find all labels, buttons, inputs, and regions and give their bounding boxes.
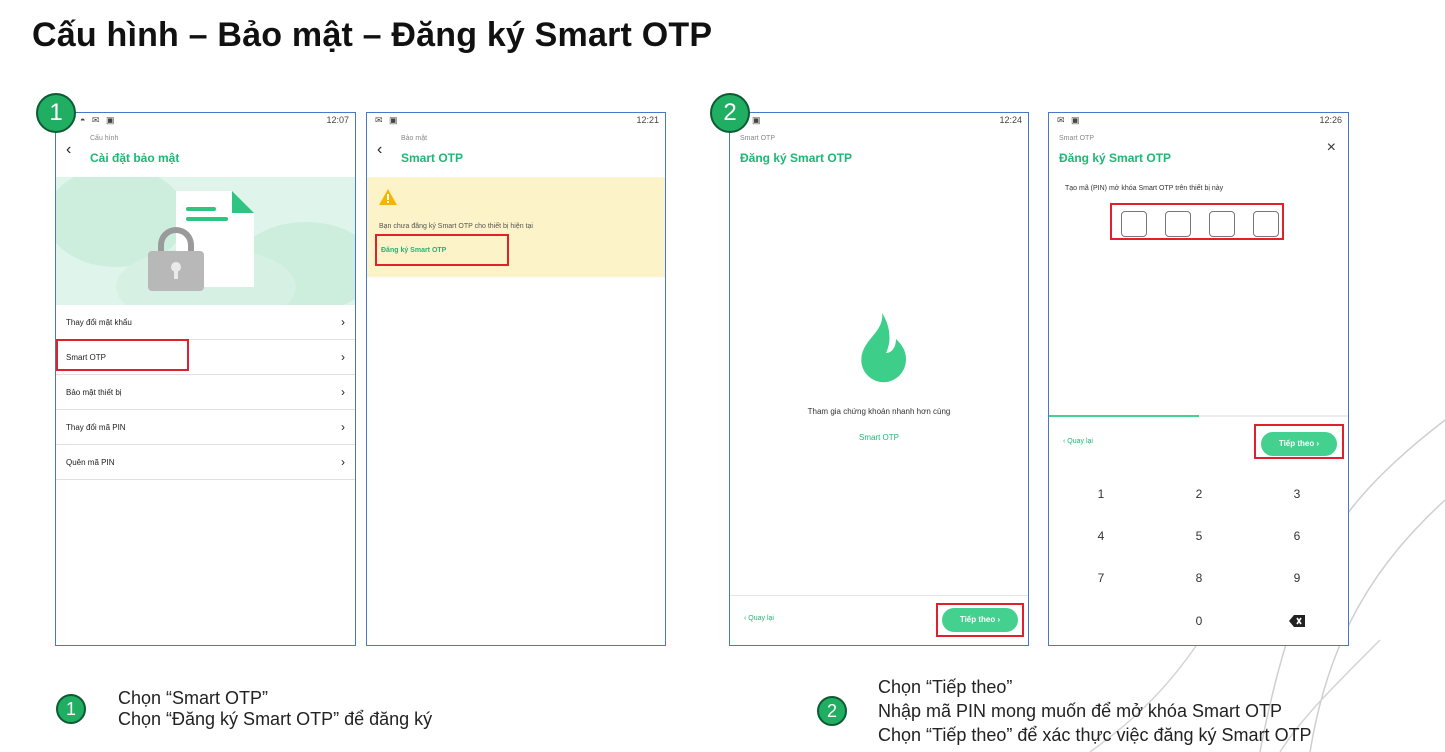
status-icons: ◓ ✉ ▣ <box>80 115 117 125</box>
chevron-right-icon: › <box>341 455 345 469</box>
caption-2-line-3: Chọn “Tiếp theo” để xác thực việc đăng k… <box>878 725 1312 745</box>
menu-item-change-pin[interactable]: Thay đổi mã PIN › <box>56 410 355 445</box>
step-progress-fill <box>1049 415 1199 417</box>
header-title: Đăng ký Smart OTP <box>740 151 853 165</box>
header-subtitle: Smart OTP <box>1059 135 1095 142</box>
highlight-register-link <box>375 234 509 266</box>
intro-tagline: Tham gia chứng khoán nhanh hơn cùng <box>807 407 951 416</box>
caption-2-line-1: Chọn “Tiếp theo” <box>878 677 1013 697</box>
header-title: Smart OTP <box>401 151 464 165</box>
back-button[interactable]: ‹ Quay lại <box>1063 438 1093 445</box>
header-title: Cài đặt bảo mật <box>90 151 180 165</box>
highlight-next-button <box>1254 424 1344 459</box>
caption-2-line-2: Nhập mã PIN mong muốn để mở khóa Smart O… <box>878 701 1282 721</box>
key-5[interactable]: 5 <box>1195 529 1203 543</box>
key-4[interactable]: 4 <box>1097 529 1105 543</box>
key-3[interactable]: 3 <box>1293 487 1301 501</box>
pin-digit-4[interactable] <box>1253 211 1279 237</box>
menu-item-smart-otp[interactable]: Smart OTP › <box>56 340 355 375</box>
register-smart-otp-link[interactable]: Đăng ký Smart OTP <box>381 247 447 254</box>
screen-register-intro: ▣ 12:24 Smart OTP Đăng ký Smart OTP Tham… <box>729 112 1029 646</box>
next-button[interactable]: Tiếp theo › <box>1261 432 1337 456</box>
caption-1-line-1: Chọn “Smart OTP” <box>118 688 269 708</box>
chevron-right-icon: › <box>341 385 345 399</box>
intro-tagline-brand: Smart OTP <box>858 433 899 442</box>
key-6[interactable]: 6 <box>1293 529 1301 543</box>
status-icons: ▣ <box>752 115 763 125</box>
status-time: 12:21 <box>636 115 659 125</box>
pin-digit-2[interactable] <box>1165 211 1191 237</box>
menu-item-forgot-pin[interactable]: Quên mã PIN › <box>56 445 355 480</box>
header-title: Đăng ký Smart OTP <box>1059 151 1172 165</box>
screen-create-pin: ✉ ▣ 12:26 Smart OTP Đăng ký Smart OTP × … <box>1048 112 1349 646</box>
back-arrow-icon[interactable]: ‹ <box>377 141 383 158</box>
menu-item-device-security[interactable]: Bảo mật thiết bị › <box>56 375 355 410</box>
caption-badge-1: 1 <box>56 694 86 724</box>
status-icons: ✉ ▣ <box>375 115 400 125</box>
flame-logo-icon <box>861 313 906 383</box>
header-subtitle: Bảo mật <box>401 135 428 142</box>
caption-badge-2: 2 <box>817 696 847 726</box>
chevron-right-icon: › <box>341 420 345 434</box>
status-bar: ✉ ▣ 12:21 <box>367 113 665 127</box>
header-subtitle: Cấu hình <box>90 135 119 142</box>
pin-digit-3[interactable] <box>1209 211 1235 237</box>
back-button[interactable]: ‹ Quay lại <box>744 615 774 622</box>
status-bar: ◓ ✉ ▣ 12:07 <box>56 113 355 127</box>
key-0[interactable]: 0 <box>1195 614 1203 628</box>
step-badge-1: 1 <box>36 93 76 133</box>
screen-smart-otp: ✉ ▣ 12:21 ‹ Bảo mật Smart OTP Bạn chưa đ… <box>366 112 666 646</box>
status-time: 12:24 <box>999 115 1022 125</box>
status-bar: ✉ ▣ 12:26 <box>1049 113 1348 127</box>
status-time: 12:26 <box>1319 115 1342 125</box>
page-title: Cấu hình – Bảo mật – Đăng ký Smart OTP <box>32 16 713 54</box>
key-9[interactable]: 9 <box>1293 571 1301 585</box>
warning-icon <box>379 189 397 205</box>
status-time: 12:07 <box>326 115 349 125</box>
chevron-right-icon: › <box>341 350 345 364</box>
key-2[interactable]: 2 <box>1195 487 1203 501</box>
key-8[interactable]: 8 <box>1195 571 1203 585</box>
backspace-icon[interactable] <box>1289 615 1305 627</box>
footer-divider <box>730 595 1028 596</box>
back-arrow-icon[interactable]: ‹ <box>66 141 72 158</box>
status-bar: ▣ 12:24 <box>730 113 1028 127</box>
menu-item-label: Smart OTP <box>66 352 107 362</box>
security-illustration <box>56 177 355 305</box>
step-badge-2: 2 <box>710 93 750 133</box>
settings-menu: Thay đổi mật khẩu › Smart OTP › Bảo mật … <box>56 305 355 480</box>
menu-item-change-password[interactable]: Thay đổi mật khẩu › <box>56 305 355 340</box>
step-progress <box>1049 415 1348 417</box>
next-button[interactable]: Tiếp theo › <box>942 608 1018 632</box>
pin-digit-1[interactable] <box>1121 211 1147 237</box>
warning-text: Bạn chưa đăng ký Smart OTP cho thiết bị … <box>379 223 533 230</box>
status-icons: ✉ ▣ <box>1057 115 1082 125</box>
key-1[interactable]: 1 <box>1097 487 1105 501</box>
chevron-right-icon: › <box>341 315 345 329</box>
highlight-next-button <box>936 603 1024 637</box>
pin-prompt: Tạo mã (PIN) mở khóa Smart OTP trên thiế… <box>1065 185 1224 192</box>
warning-panel: Bạn chưa đăng ký Smart OTP cho thiết bị … <box>367 177 665 277</box>
screen-security-settings: ◓ ✉ ▣ 12:07 ‹ Cấu hình Cài đặt bảo mật T… <box>55 112 356 646</box>
highlight-smart-otp <box>56 339 189 371</box>
key-7[interactable]: 7 <box>1097 571 1105 585</box>
header-subtitle: Smart OTP <box>740 135 776 142</box>
menu-item-label: Thay đổi mã PIN <box>66 422 126 432</box>
highlight-pin-entry <box>1110 203 1284 240</box>
menu-item-label: Quên mã PIN <box>66 457 115 467</box>
menu-item-label: Thay đổi mật khẩu <box>66 317 132 327</box>
close-icon[interactable]: × <box>1326 139 1336 156</box>
caption-1-line-2: Chọn “Đăng ký Smart OTP” để đăng ký <box>118 709 433 729</box>
menu-item-label: Bảo mật thiết bị <box>66 387 122 397</box>
